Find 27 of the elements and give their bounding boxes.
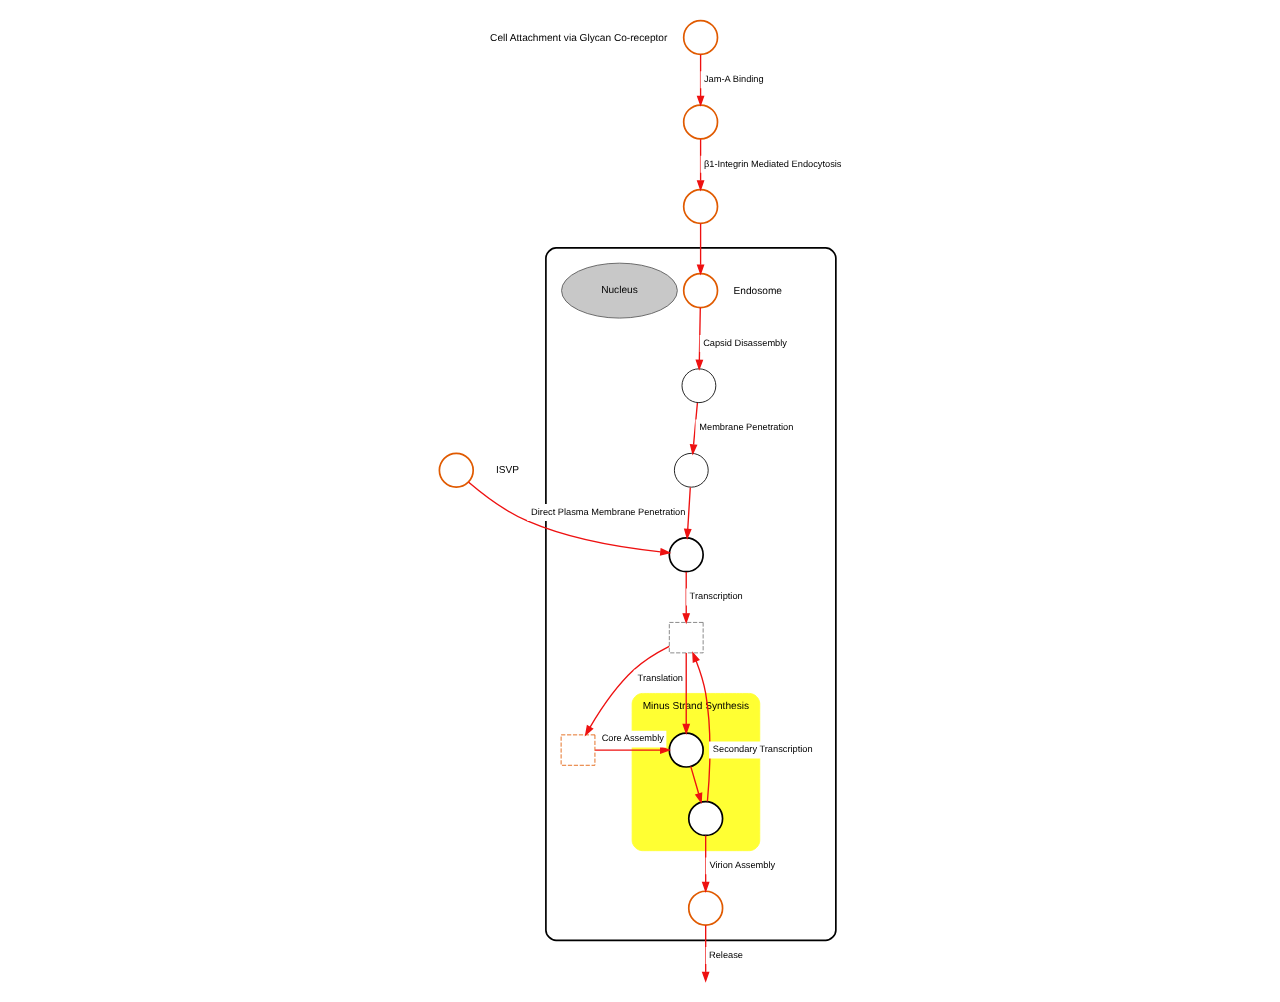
arrow xyxy=(688,402,698,456)
node-circle xyxy=(686,800,723,837)
node-box xyxy=(667,622,703,654)
arrow xyxy=(695,222,704,276)
arrow xyxy=(689,765,702,805)
node-circle xyxy=(667,732,703,768)
arrow xyxy=(700,834,709,894)
arrow xyxy=(593,746,671,754)
arrow xyxy=(700,924,709,983)
node-circle xyxy=(672,452,708,488)
arrow xyxy=(695,53,704,107)
arrow xyxy=(694,307,703,371)
node-circle xyxy=(667,537,703,573)
arrow xyxy=(691,651,710,803)
arrow xyxy=(682,486,691,540)
arrow xyxy=(467,481,671,556)
arrow xyxy=(695,138,704,192)
node-circle xyxy=(686,890,723,926)
arrow xyxy=(681,652,690,735)
node-circle xyxy=(681,272,718,309)
node-circle xyxy=(437,452,474,488)
node-circle xyxy=(681,188,718,225)
node-circle xyxy=(681,19,718,56)
node-circle xyxy=(680,368,716,404)
node-box xyxy=(559,734,595,766)
arrow xyxy=(583,645,669,737)
node-circle xyxy=(681,104,718,140)
